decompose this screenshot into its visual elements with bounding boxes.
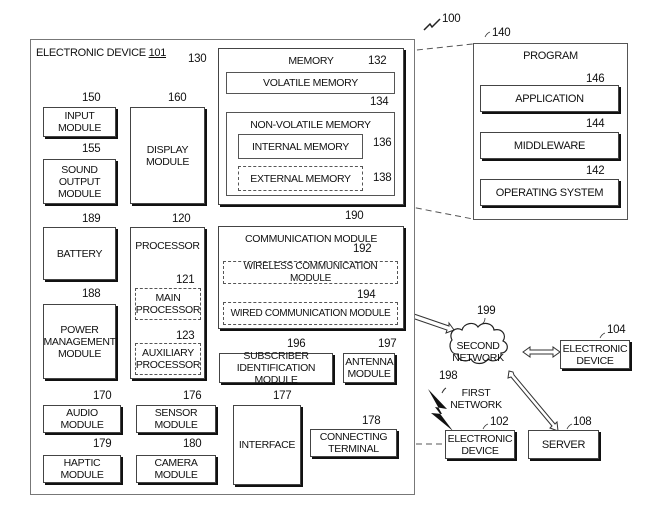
os-ref: 142: [586, 165, 605, 177]
haptic-module-ref: 179: [93, 438, 112, 450]
second-network-label: SECOND NETWORK: [452, 340, 504, 364]
program-title: PROGRAM: [523, 50, 578, 62]
external-memory-ref: 138: [373, 172, 392, 184]
device-title-text: ELECTRONIC DEVICE: [36, 47, 149, 59]
antenna-ref: 197: [378, 338, 397, 350]
communication-module-ref: 190: [345, 210, 364, 222]
camera-module-box: CAMERA MODULE: [136, 455, 216, 483]
second-network-ref: 199: [477, 305, 496, 317]
memory-program-dash-bottom: [405, 205, 474, 220]
external-memory-box: EXTERNAL MEMORY: [238, 166, 363, 191]
figure-ref: 100: [442, 13, 461, 25]
first-network-ref: 198: [439, 370, 458, 382]
subscriber-identification-module-box: SUBSCRIBER IDENTIFICATION MODULE: [219, 350, 333, 386]
sim-ref: 196: [287, 338, 306, 350]
middleware-box: MIDDLEWARE: [480, 132, 619, 159]
non-volatile-memory-ref: 134: [370, 96, 389, 108]
volatile-memory-box: VOLATILE MEMORY: [226, 72, 395, 94]
auxiliary-processor-ref: 123: [176, 330, 195, 342]
middleware-ref: 144: [586, 118, 605, 130]
wireless-communication-module-box: WIRELESS COMMUNICATION MODULE: [223, 261, 398, 284]
electronic-device-102-box: ELECTRONIC DEVICE: [445, 430, 515, 459]
wired-communication-module-box: WIRED COMMUNICATION MODULE: [223, 302, 398, 325]
server-ref: 108: [573, 416, 592, 428]
camera-module-ref: 180: [183, 438, 202, 450]
main-processor-box: MAIN PROCESSOR: [135, 288, 201, 320]
interface-ref: 177: [273, 390, 292, 402]
communication-module-title: COMMUNICATION MODULE: [244, 233, 378, 245]
electronic-device-104-ref: 104: [607, 324, 626, 336]
internal-memory-box: INTERNAL MEMORY: [238, 134, 363, 159]
sensor-module-ref: 176: [183, 390, 202, 402]
first-network-label: FIRST NETWORK: [450, 387, 502, 411]
battery-box: BATTERY: [43, 227, 116, 280]
electronic-device-title: ELECTRONIC DEVICE 101: [36, 47, 166, 59]
comm-network-arrow: [409, 309, 455, 334]
haptic-module-box: HAPTIC MODULE: [43, 455, 121, 483]
application-ref: 146: [586, 73, 605, 85]
sound-output-ref: 155: [82, 143, 101, 155]
connecting-terminal-ref: 178: [362, 415, 381, 427]
operating-system-box: OPERATING SYSTEM: [480, 179, 619, 206]
power-management-ref: 188: [82, 288, 101, 300]
battery-ref: 189: [82, 213, 101, 225]
first-network-leader: [441, 387, 447, 394]
input-module-box: INPUT MODULE: [43, 107, 116, 137]
electronic-device-104-box: ELECTRONIC DEVICE: [560, 340, 630, 369]
display-module-ref: 160: [168, 92, 187, 104]
program-ref: 140: [492, 27, 511, 39]
interface-box: INTERFACE: [233, 405, 301, 485]
figure-ref-leader: [423, 18, 441, 31]
wireless-comm-ref: 192: [353, 243, 372, 255]
audio-module-box: AUDIO MODULE: [43, 405, 121, 433]
antenna-module-box: ANTENNA MODULE: [343, 353, 395, 383]
volatile-memory-ref: 132: [368, 55, 387, 67]
auxiliary-processor-box: AUXILIARY PROCESSOR: [135, 343, 201, 375]
application-box: APPLICATION: [480, 85, 619, 112]
device-ref: 101: [148, 47, 167, 59]
main-processor-ref: 121: [176, 274, 195, 286]
sound-output-module-box: SOUND OUTPUT MODULE: [43, 159, 116, 204]
memory-program-dash-top: [406, 43, 474, 52]
memory-title: MEMORY: [288, 55, 334, 67]
connecting-terminal-box: CONNECTING TERMINAL: [310, 429, 397, 457]
memory-ref: 130: [188, 53, 207, 65]
network-device104-arrow: [522, 346, 561, 358]
network-server-arrow: [507, 370, 559, 432]
processor-title: PROCESSOR: [135, 240, 200, 252]
server-box: SERVER: [528, 430, 599, 459]
display-module-box: DISPLAY MODULE: [130, 107, 205, 204]
audio-module-ref: 170: [93, 390, 112, 402]
power-management-module-box: POWER MANAGEMENT MODULE: [43, 304, 116, 379]
internal-memory-ref: 136: [373, 137, 392, 149]
wired-comm-ref: 194: [357, 289, 376, 301]
electronic-device-102-ref: 102: [490, 416, 509, 428]
non-volatile-memory-title: NON-VOLATILE MEMORY: [250, 119, 371, 131]
processor-ref: 120: [172, 213, 191, 225]
input-module-ref: 150: [82, 92, 101, 104]
sensor-module-box: SENSOR MODULE: [136, 405, 216, 433]
